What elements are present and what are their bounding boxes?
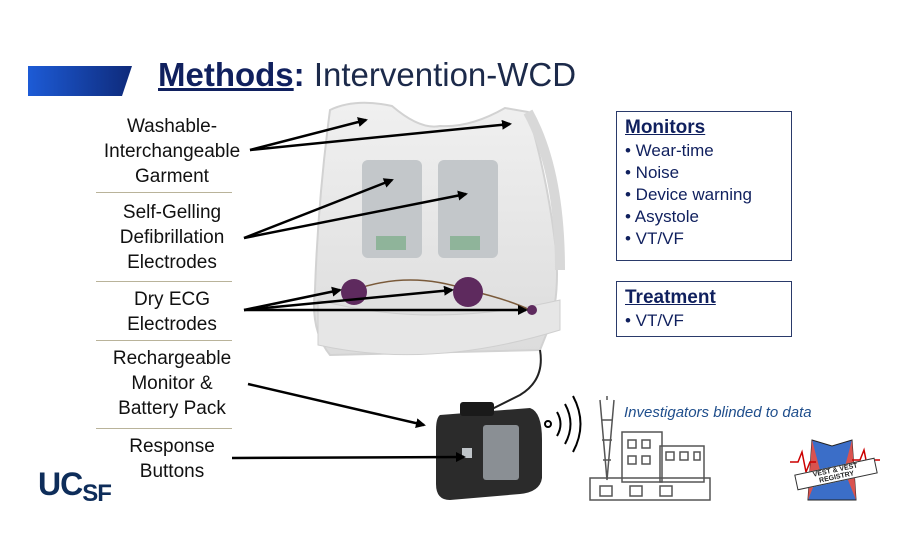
label-ecg-electrodes: Dry ECG Electrodes bbox=[127, 289, 217, 335]
monitors-title: Monitors bbox=[625, 117, 706, 138]
monitors-box: Monitors • Wear-time • Noise • Device wa… bbox=[616, 111, 792, 261]
separator bbox=[96, 192, 232, 193]
wireless-signal-icon bbox=[544, 395, 582, 453]
monitors-item: • Device warning bbox=[625, 185, 752, 204]
monitor-battery-pack bbox=[436, 402, 542, 500]
title-accent-bar bbox=[28, 66, 132, 96]
label-garment: Washable- Interchangeable Garment bbox=[103, 116, 241, 187]
page-title: Methods: Intervention-WCD bbox=[158, 56, 576, 94]
ucsf-logo: UCSF bbox=[38, 466, 112, 507]
ucsf-logo-sub: SF bbox=[82, 480, 112, 507]
treatment-title: Treatment bbox=[625, 287, 716, 308]
label-response-buttons: Response Buttons bbox=[129, 436, 215, 482]
building-icon bbox=[589, 396, 711, 501]
label-monitor-battery: Rechargeable Monitor & Battery Pack bbox=[112, 348, 232, 419]
separator bbox=[96, 428, 232, 429]
treatment-box: Treatment • VT/VF bbox=[616, 281, 792, 337]
label-defib-electrodes: Self-Gelling Defibrillation Electrodes bbox=[119, 202, 225, 273]
monitors-item: • VT/VF bbox=[625, 229, 684, 248]
separator bbox=[96, 281, 232, 282]
monitors-item: • Noise bbox=[625, 163, 680, 182]
ecg-electrodes bbox=[341, 277, 542, 411]
monitors-item: • Wear-time bbox=[625, 141, 714, 160]
title-methods: Methods bbox=[158, 56, 294, 93]
ucsf-logo-main: UC bbox=[38, 466, 83, 502]
separator bbox=[96, 340, 232, 341]
title-colon: : bbox=[293, 56, 305, 93]
monitors-item: • Asystole bbox=[625, 207, 699, 226]
treatment-item: • VT/VF bbox=[625, 311, 684, 330]
investigators-note: Investigators blinded to data bbox=[624, 404, 812, 421]
title-subtitle: Intervention-WCD bbox=[304, 56, 577, 93]
callout-arrows bbox=[231, 117, 528, 463]
